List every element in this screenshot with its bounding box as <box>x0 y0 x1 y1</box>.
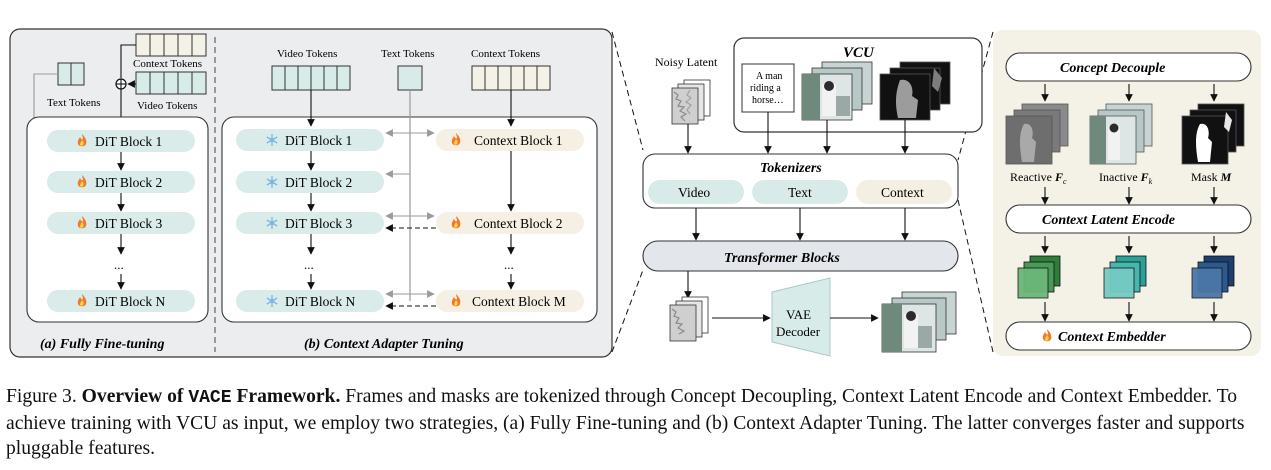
svg-text:DiT Block N: DiT Block N <box>95 294 165 309</box>
svg-text:horse…: horse… <box>752 95 784 106</box>
inactive-label: Inactive Fk <box>1099 170 1153 186</box>
transformer-blocks-box <box>642 240 959 272</box>
vae-decoder <box>771 277 831 357</box>
svg-text:Text: Text <box>788 185 812 200</box>
mask-latent-cube <box>1191 255 1235 299</box>
vcu-title: VCU <box>843 45 875 61</box>
reactive-latent-cube <box>1017 255 1061 299</box>
svg-text:A man: A man <box>756 71 782 82</box>
mask-frames-stack <box>879 61 951 121</box>
text-tokens-a <box>57 62 85 86</box>
transformer-blocks-title: Transformer Blocks <box>724 251 840 266</box>
video-tokens-label-a: Video Tokens <box>137 100 197 112</box>
dit-block-a-n: DiT Block N <box>47 290 195 312</box>
ellipsis-b-left: ... <box>304 257 314 272</box>
vae-label-1: VAE <box>786 307 811 322</box>
svg-text:Video: Video <box>678 185 710 200</box>
dit-block-b-1: DiT Block 1 <box>236 129 384 151</box>
text-prompt-box: A man riding a horse… <box>741 63 795 113</box>
tokenizer-video: Video <box>648 180 744 204</box>
svg-text:DiT Block 3: DiT Block 3 <box>95 216 162 231</box>
svg-text:DiT Block 3: DiT Block 3 <box>285 216 352 231</box>
svg-text:Context Block M: Context Block M <box>472 294 566 309</box>
tokenizer-context: Context <box>856 180 952 204</box>
svg-text:riding a: riding a <box>750 83 781 94</box>
context-block-1: Context Block 1 <box>436 129 584 151</box>
svg-text:DiT Block 1: DiT Block 1 <box>285 133 352 148</box>
ellipsis-a: ... <box>114 257 124 272</box>
svg-text:Context Block 2: Context Block 2 <box>474 216 563 231</box>
context-latent-encode-label: Context Latent Encode <box>1042 213 1175 228</box>
inactive-latent-cube <box>1103 255 1147 299</box>
svg-text:DiT Block N: DiT Block N <box>285 294 355 309</box>
text-tokens-b <box>397 65 423 91</box>
context-tokens-b <box>471 65 551 91</box>
video-tokens-a <box>135 71 207 95</box>
caption-title-mono: VACE <box>188 388 232 408</box>
context-tokens-label-b: Context Tokens <box>471 48 540 60</box>
svg-text:DiT Block 1: DiT Block 1 <box>95 134 162 149</box>
inactive-frames <box>1089 103 1153 165</box>
caption-title-pre: Overview of <box>81 386 184 407</box>
panel-a-caption: (a) Fully Fine-tuning <box>40 337 164 352</box>
dit-block-b-n: DiT Block N <box>236 290 384 312</box>
context-block-2: Context Block 2 <box>436 212 584 234</box>
reactive-label: Reactive Fc <box>1010 170 1067 186</box>
caption-figure-num: Figure 3. <box>6 386 77 407</box>
video-frames-stack <box>801 61 873 121</box>
reactive-frames <box>1005 103 1069 165</box>
svg-text:DiT Block 2: DiT Block 2 <box>285 175 352 190</box>
context-latent-encode-box <box>1005 204 1252 234</box>
panel-b-caption: (b) Context Adapter Tuning <box>304 337 464 352</box>
output-video-stack <box>881 291 957 353</box>
mask-frames <box>1181 103 1245 165</box>
ellipsis-b-right: ... <box>504 257 514 272</box>
svg-text:Context Block 1: Context Block 1 <box>474 133 563 148</box>
dit-block-b-2: DiT Block 2 <box>236 171 384 193</box>
output-latent-stack <box>669 296 709 342</box>
svg-text:Context: Context <box>881 185 924 200</box>
tokenizers-title: Tokenizers <box>760 161 822 176</box>
text-tokens-label-b: Text Tokens <box>381 48 435 60</box>
video-tokens-label-b: Video Tokens <box>277 48 337 60</box>
context-embedder-box <box>1005 321 1252 351</box>
context-block-m: Context Block M <box>436 290 584 312</box>
vae-label-2: Decoder <box>776 324 821 339</box>
mask-label: Mask M <box>1191 170 1232 184</box>
context-tokens-label-a: Context Tokens <box>133 58 202 70</box>
dit-block-b-3: DiT Block 3 <box>236 212 384 234</box>
tokenizer-text: Text <box>752 180 848 204</box>
caption-title-post: Framework. <box>236 386 341 407</box>
dit-block-a-2: DiT Block 2 <box>47 171 195 193</box>
figure-caption: Figure 3. Overview of VACE Framework. Fr… <box>6 384 1268 461</box>
noisy-latent-label: Noisy Latent <box>655 55 718 69</box>
video-tokens-b <box>271 65 351 91</box>
noisy-latent-stack <box>671 79 711 125</box>
context-tokens-a <box>135 33 207 57</box>
vace-framework-figure: Context Tokens Video Tokens Text Tokens … <box>9 28 1261 358</box>
dit-block-a-1: DiT Block 1 <box>47 130 195 152</box>
concept-decouple-box <box>1005 52 1252 82</box>
caption-body: Frames and masks are tokenized through C… <box>6 386 1245 459</box>
concept-decouple-label: Concept Decouple <box>1060 61 1165 76</box>
context-embedder-label: Context Embedder <box>1058 330 1166 345</box>
svg-text:DiT Block 2: DiT Block 2 <box>95 175 162 190</box>
dit-block-a-3: DiT Block 3 <box>47 212 195 234</box>
text-tokens-label-a: Text Tokens <box>47 97 101 109</box>
